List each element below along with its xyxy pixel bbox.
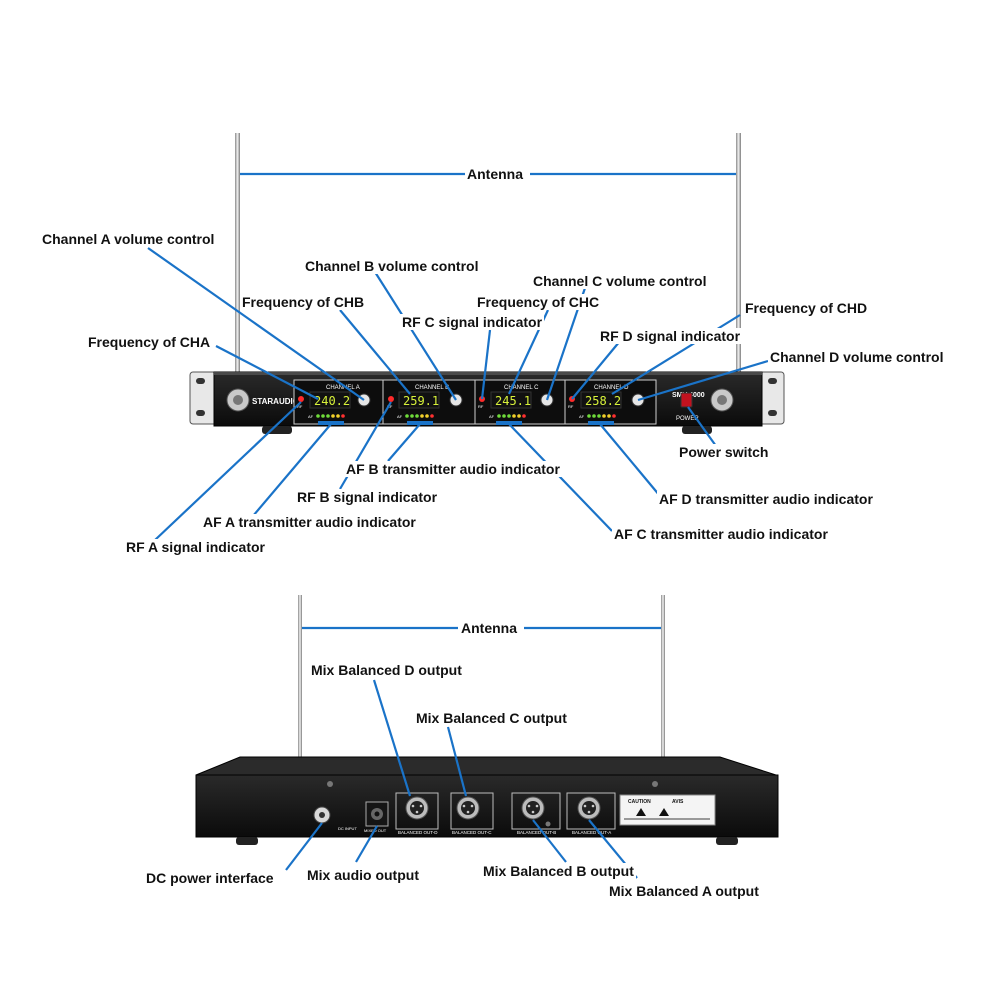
svg-text:AF: AF xyxy=(397,414,403,419)
channel-panel-a: CHANNEL A 240.2 RF AF xyxy=(293,379,387,425)
callout-rf-d-signal: RF D signal indicator xyxy=(598,328,743,344)
caution-label: CAUTION AVIS xyxy=(619,794,716,826)
svg-text:RF: RF xyxy=(297,404,303,409)
rear-antenna-left xyxy=(298,595,302,760)
svg-text:AF: AF xyxy=(489,414,495,419)
brand-label: STARAUDIO xyxy=(252,397,299,406)
front-antenna-left xyxy=(235,133,240,398)
balanced-out-d-label: BALANCED OUT-D xyxy=(398,830,438,835)
channel-d-label: CHANNEL D xyxy=(594,385,629,391)
svg-text:AF: AF xyxy=(308,414,314,419)
channel-d-frequency: 258.2 xyxy=(585,394,621,408)
balanced-out-d-port[interactable]: BALANCED OUT-D xyxy=(395,792,439,835)
callout-af-d-indicator: AF D transmitter audio indicator xyxy=(657,491,875,507)
callout-channel-b-volume: Channel B volume control xyxy=(303,258,481,274)
balanced-out-c-port[interactable]: BALANCED OUT-C xyxy=(450,792,494,835)
callout-mix-balanced-c: Mix Balanced C output xyxy=(414,710,569,726)
dc-input-label: DC INPUT xyxy=(338,826,357,831)
channel-panel-d: CHANNEL D 258.2 RF AF xyxy=(564,379,657,425)
callout-dc-power-interface: DC power interface xyxy=(144,870,276,886)
balanced-out-c-label: BALANCED OUT-C xyxy=(452,830,492,835)
callout-frequency-chc: Frequency of CHC xyxy=(475,294,602,310)
callout-rf-c-signal: RF C signal indicator xyxy=(400,314,545,330)
rear-unit: DC INPUT MIXED OUT BALANCED OUT-D BALANC… xyxy=(195,595,779,845)
svg-text:RF: RF xyxy=(568,404,574,409)
rear-leader-lines xyxy=(285,626,661,879)
channel-b-frequency: 259.1 xyxy=(403,394,439,408)
channel-panel-b: CHANNEL B 259.1 RF AF xyxy=(382,379,476,425)
rf-a-led xyxy=(298,396,304,402)
callout-channel-a-volume: Channel A volume control xyxy=(40,231,217,247)
callout-antenna-front: Antenna xyxy=(465,166,525,182)
power-switch[interactable] xyxy=(680,392,693,408)
callout-rf-b-signal: RF B signal indicator xyxy=(295,489,440,505)
rf-b-led xyxy=(388,396,394,402)
channel-a-label: CHANNEL A xyxy=(326,385,360,391)
callout-af-c-indicator: AF C transmitter audio indicator xyxy=(612,526,830,542)
svg-text:AVIS: AVIS xyxy=(672,799,684,805)
callout-mix-balanced-d: Mix Balanced D output xyxy=(309,662,464,678)
front-leader-lines xyxy=(147,172,769,541)
callout-antenna-rear: Antenna xyxy=(459,620,519,636)
callout-mix-balanced-b: Mix Balanced B output xyxy=(481,863,636,879)
rear-antenna-right xyxy=(661,595,665,760)
callout-frequency-chb: Frequency of CHB xyxy=(240,294,367,310)
svg-text:AF: AF xyxy=(579,414,585,419)
balanced-out-b-port[interactable]: BALANCED OUT-B xyxy=(511,792,561,835)
svg-text:CAUTION: CAUTION xyxy=(628,799,651,805)
callout-af-b-indicator: AF B transmitter audio indicator xyxy=(344,461,562,477)
balanced-out-b-label: BALANCED OUT-B xyxy=(517,830,556,835)
callout-frequency-chd: Frequency of CHD xyxy=(743,300,870,316)
callout-frequency-cha: Frequency of CHA xyxy=(86,334,213,350)
front-antenna-right xyxy=(736,133,741,398)
callout-power-switch: Power switch xyxy=(677,444,771,460)
callout-mix-audio-output: Mix audio output xyxy=(305,867,421,883)
channel-b-label: CHANNEL B xyxy=(415,385,449,391)
callout-channel-d-volume: Channel D volume control xyxy=(768,349,946,365)
front-unit: STARAUDIO SMV-4000 POWER CHANNEL A 240.2… xyxy=(189,133,785,434)
channel-a-frequency: 240.2 xyxy=(314,394,350,408)
balanced-out-a-port[interactable]: BALANCED OUT-A xyxy=(566,792,616,835)
power-panel-label: POWER xyxy=(676,416,699,422)
callout-rf-a-signal: RF A signal indicator xyxy=(124,539,267,555)
callout-af-a-indicator: AF A transmitter audio indicator xyxy=(201,514,418,530)
channel-c-label: CHANNEL C xyxy=(504,385,539,391)
svg-text:RF: RF xyxy=(478,404,484,409)
callout-channel-c-volume: Channel C volume control xyxy=(531,273,709,289)
balanced-out-a-label: BALANCED OUT-A xyxy=(572,830,611,835)
channel-c-frequency: 245.1 xyxy=(495,394,531,408)
svg-text:RF: RF xyxy=(387,404,393,409)
callout-mix-balanced-a: Mix Balanced A output xyxy=(607,883,761,899)
